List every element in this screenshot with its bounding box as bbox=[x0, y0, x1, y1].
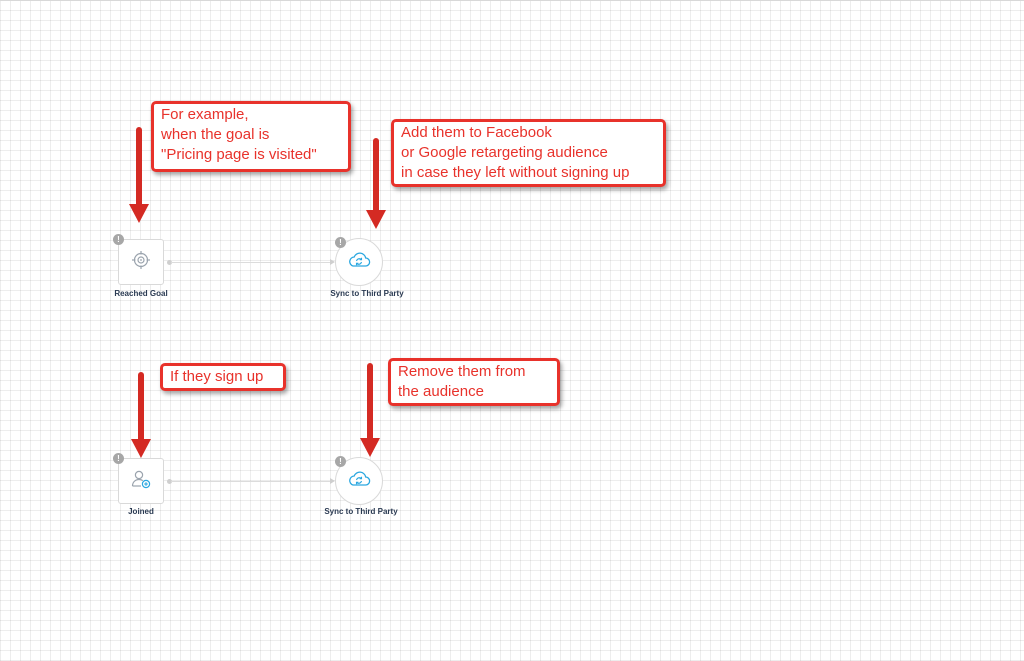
user-add-icon bbox=[130, 468, 152, 495]
reached-goal-label: Reached Goal bbox=[114, 289, 168, 298]
warning-icon: ! bbox=[335, 456, 346, 467]
top-border bbox=[0, 0, 1024, 1]
reached-goal-box[interactable] bbox=[118, 239, 164, 285]
arrow-down-icon bbox=[129, 127, 149, 223]
warning-icon: ! bbox=[335, 237, 346, 248]
callout-add-audience: Add them to Facebook or Google retargeti… bbox=[391, 119, 666, 187]
cloud-sync-icon bbox=[347, 470, 371, 493]
connector-start-dot bbox=[167, 260, 172, 265]
target-icon bbox=[131, 250, 151, 275]
connector-arrowhead bbox=[330, 478, 335, 484]
callout-line: "Pricing page is visited" bbox=[161, 146, 317, 163]
callout-sign-up: If they sign up bbox=[160, 363, 286, 391]
sync-third-party-label: Sync to Third Party bbox=[324, 507, 398, 516]
sync-third-party-label: Sync to Third Party bbox=[330, 289, 404, 298]
callout-line: in case they left without signing up bbox=[401, 164, 630, 181]
connector-line bbox=[171, 262, 331, 263]
callout-line: Add them to Facebook bbox=[401, 124, 552, 141]
warning-icon: ! bbox=[113, 453, 124, 464]
arrow-down-icon bbox=[131, 372, 151, 458]
joined-label: Joined bbox=[128, 507, 154, 516]
callout-line: or Google retargeting audience bbox=[401, 144, 608, 161]
callout-line: Remove them from bbox=[398, 363, 526, 380]
warning-icon: ! bbox=[113, 234, 124, 245]
callout-line: For example, bbox=[161, 106, 249, 123]
arrow-down-icon bbox=[366, 138, 386, 229]
arrow-down-icon bbox=[360, 363, 380, 457]
callout-remove-audience: Remove them from the audience bbox=[388, 358, 560, 406]
cloud-sync-icon bbox=[347, 251, 371, 274]
callout-line: when the goal is bbox=[161, 126, 270, 143]
connector-start-dot bbox=[167, 479, 172, 484]
joined-box[interactable] bbox=[118, 458, 164, 504]
callout-line: the audience bbox=[398, 383, 484, 400]
callout-line: If they sign up bbox=[170, 368, 264, 385]
connector-arrowhead bbox=[330, 259, 335, 265]
callout-goal-example: For example, when the goal is "Pricing p… bbox=[151, 101, 351, 172]
connector-line bbox=[171, 481, 331, 482]
